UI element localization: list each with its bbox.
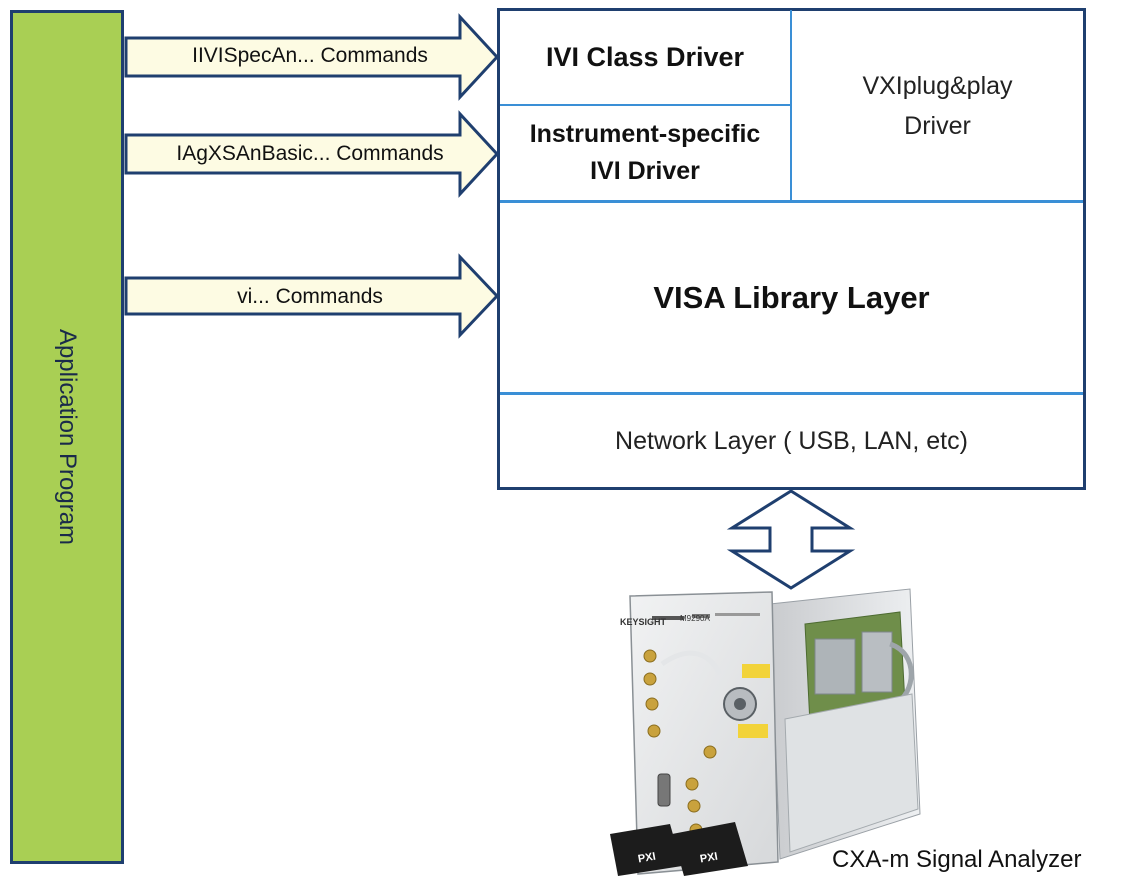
visa-library-layer-label: VISA Library Layer (653, 279, 930, 315)
vxiplug-line1: VXIplug&play (862, 71, 1013, 100)
vxiplug-line2: Driver (904, 111, 971, 140)
arrow-1 (124, 13, 500, 101)
network-layer-label: Network Layer ( USB, LAN, etc) (615, 426, 968, 455)
application-program-bar: Application Program (10, 10, 124, 864)
bidirectional-arrow (726, 489, 856, 590)
vxiplug-play-driver: VXIplug&play Driver (792, 11, 1083, 200)
divider-visa-network (500, 392, 1083, 395)
instrument-specific-line1: Instrument-specific (529, 120, 761, 148)
divider-class-instrument (500, 104, 791, 106)
ivi-class-driver-label: IVI Class Driver (545, 42, 745, 72)
divider-drivers-visa (500, 200, 1083, 203)
instrument-specific-ivi-driver: Instrument-specific IVI Driver (500, 106, 790, 200)
arrow-3-label: vi... Commands (237, 285, 383, 308)
arrow-3 (124, 253, 500, 339)
instrument-brand: KEYSIGHT (620, 617, 667, 627)
network-layer: Network Layer ( USB, LAN, etc) (500, 395, 1083, 487)
instrument-model: M9290A (680, 614, 710, 623)
instrument-caption: CXA-m Signal Analyzer (832, 846, 1082, 873)
pxi-instrument-image (610, 588, 921, 876)
bidirectional-arrow-shape (726, 489, 856, 590)
arrow-2-label: IAgXSAnBasic... Commands (176, 142, 444, 165)
arrow-1-label: IIVISpecAn... Commands (192, 44, 428, 67)
arrow-2 (124, 110, 500, 198)
divider-vertical (790, 10, 792, 200)
visa-library-layer: VISA Library Layer (500, 203, 1083, 392)
instrument-specific-line2: IVI Driver (590, 157, 700, 185)
ivi-class-driver: IVI Class Driver (500, 11, 790, 104)
